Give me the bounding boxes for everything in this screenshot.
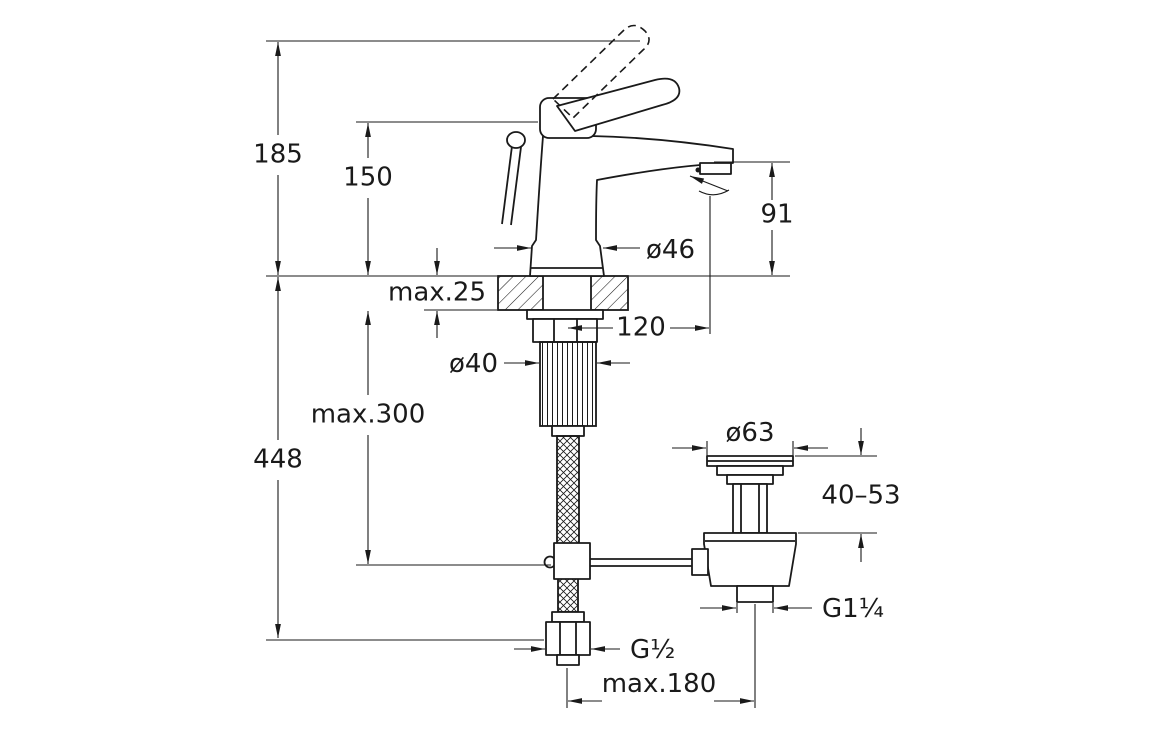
lift-rod: [501, 131, 526, 226]
dim-g114-label: G1¼: [822, 594, 884, 624]
lift-rod-left-edge: [501, 145, 513, 225]
dimension-max180: max.180: [568, 669, 754, 704]
drain-tailpiece: [736, 585, 774, 603]
dim-150-label: 150: [343, 163, 393, 193]
mounting-washer: [526, 309, 604, 320]
lift-rod-right-edge: [510, 146, 522, 226]
dim-dia46-label: ø46: [646, 235, 695, 265]
flexible-hose-lower: [557, 577, 579, 613]
drain-rod-connector: [691, 548, 709, 576]
dim-120-label: 120: [616, 313, 666, 343]
faucet-body-outline: [529, 135, 734, 277]
spray-angle-arrow: [689, 175, 729, 192]
hose-top-collar: [551, 425, 585, 437]
dimension-max25: max.25: [388, 248, 486, 338]
dimension-448: 448: [253, 277, 303, 638]
connector-tip: [556, 654, 580, 666]
drain-neck: [726, 474, 774, 485]
dimension-120: 120: [568, 313, 709, 343]
linkage-clamp: [553, 542, 591, 580]
handle-lever: [556, 77, 681, 132]
dim-dia63-label: ø63: [726, 418, 775, 448]
mounting-nut: [532, 318, 598, 343]
dimension-g12: G½: [514, 635, 675, 665]
faucet-body-group: [501, 24, 734, 277]
pop-up-drain-group: [691, 455, 797, 603]
extension-lines: [266, 40, 877, 708]
dimension-dia46: ø46: [494, 235, 695, 265]
dim-g12-label: G½: [630, 635, 675, 665]
lift-rod-knob: [506, 131, 526, 149]
dim-dia40-label: ø40: [449, 349, 498, 379]
spray-angle-dot: [695, 167, 701, 173]
dimension-dia40: ø40: [449, 349, 630, 379]
drain-tube: [732, 483, 768, 534]
flexible-hose-upper: [556, 435, 580, 545]
connector-nut: [545, 621, 591, 656]
dim-max180-label: max.180: [602, 669, 717, 699]
dim-185-label: 185: [253, 140, 303, 170]
dimension-dia63: ø63: [672, 418, 828, 451]
mounting-hole: [543, 275, 591, 311]
dim-91-label: 91: [760, 200, 793, 230]
mounting-hardware: [526, 309, 604, 427]
dim-max300-label: max.300: [311, 400, 426, 430]
spray-angle-arc: [698, 189, 730, 196]
dimension-max300: max.300: [311, 311, 426, 564]
dim-max25-label: max.25: [388, 278, 486, 308]
drain-body: [703, 532, 797, 587]
aerator: [699, 162, 732, 175]
spray-angle-annotation: [689, 167, 730, 196]
threaded-shank: [539, 341, 597, 427]
dim-4053-label: 40–53: [821, 481, 900, 511]
dim-448-label: 448: [253, 445, 303, 475]
dimension-185: 185: [253, 42, 303, 275]
countertop-section: [497, 275, 629, 311]
drain-flange-step: [716, 465, 784, 476]
dimension-150: 150: [343, 123, 393, 275]
connector-collar: [551, 611, 585, 623]
dimension-40-53: 40–53: [821, 428, 901, 562]
handle-raised-position: [552, 24, 650, 119]
supply-hose-group: [543, 425, 706, 666]
dimension-91: 91: [760, 163, 794, 275]
dimension-g114: G1¼: [700, 594, 884, 624]
